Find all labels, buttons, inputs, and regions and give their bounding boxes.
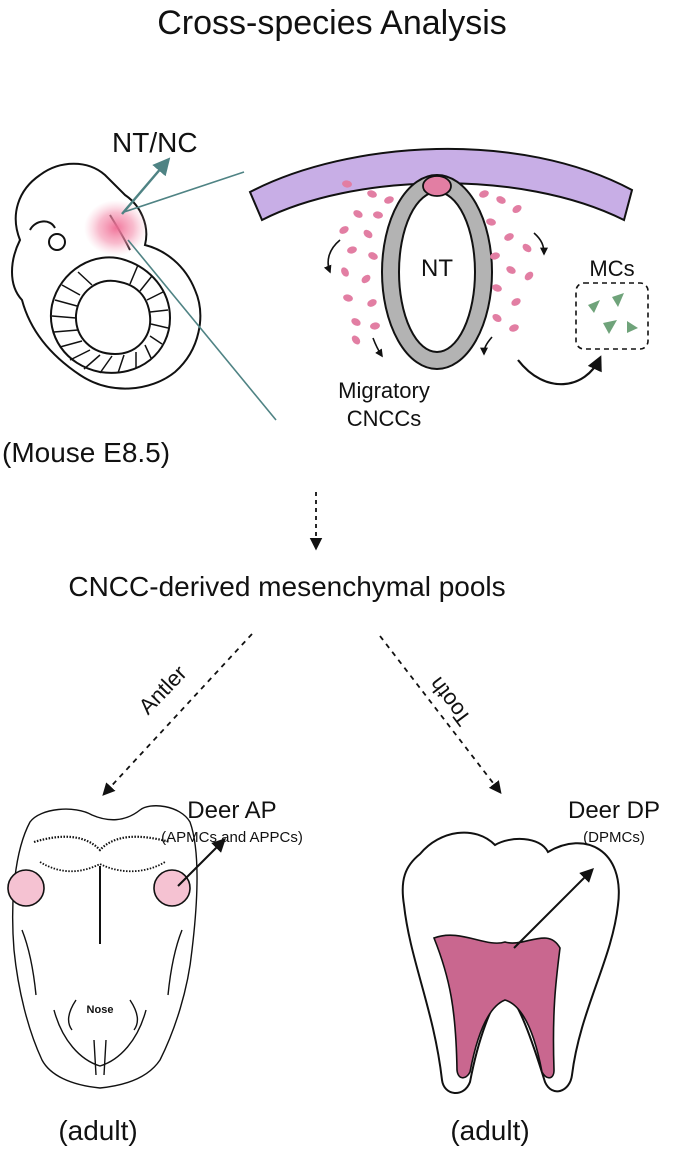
diagram-title: Cross-species Analysis <box>157 4 507 42</box>
mcs-label: MCs <box>589 256 634 281</box>
mesenchymal-cells <box>588 293 638 334</box>
mouse-embryo-illustration <box>11 162 202 390</box>
tooth-branch-label: Tooth <box>424 672 476 730</box>
migration-arrows <box>323 232 602 386</box>
skull-pointer-arrow <box>177 838 226 887</box>
migratory-label-line2: CNCCs <box>347 406 422 431</box>
nt-nc-arrow <box>121 157 171 215</box>
left-antler-pedicle <box>7 869 45 907</box>
tooth-title: Deer DP <box>568 797 660 824</box>
deer-skull-illustration <box>12 805 198 1089</box>
pools-label: CNCC-derived mesenchymal pools <box>68 571 505 602</box>
right-antler-pedicle <box>153 869 191 907</box>
skull-subtitle: (APMCs and APPCs) <box>161 829 303 846</box>
nose-label: Nose <box>87 1004 114 1016</box>
zoom-line-top <box>123 171 245 213</box>
antler-branch-label: Antler <box>134 660 192 719</box>
tooth-subtitle: (DPMCs) <box>583 829 645 846</box>
ectoderm-band <box>248 147 634 222</box>
skull-caption: (adult) <box>58 1115 137 1146</box>
neural-crest-glow <box>84 200 148 256</box>
migratory-label-line1: Migratory <box>338 378 430 403</box>
mcs-box <box>575 282 649 350</box>
embryo-caption: (Mouse E8.5) <box>2 437 170 468</box>
roof-plate-cell <box>422 175 452 197</box>
antler-branch-arrow <box>102 633 253 796</box>
tooth-pointer-arrow <box>513 868 594 949</box>
tooth-caption: (adult) <box>450 1115 529 1146</box>
zoom-line-bottom <box>127 239 277 421</box>
skull-title: Deer AP <box>187 797 276 824</box>
tooth-branch-arrow <box>379 635 502 794</box>
migratory-cells <box>339 180 534 345</box>
dental-pulp <box>432 934 561 1079</box>
nt-nc-label: NT/NC <box>112 127 198 158</box>
neural-tube-label: NT <box>421 255 453 282</box>
